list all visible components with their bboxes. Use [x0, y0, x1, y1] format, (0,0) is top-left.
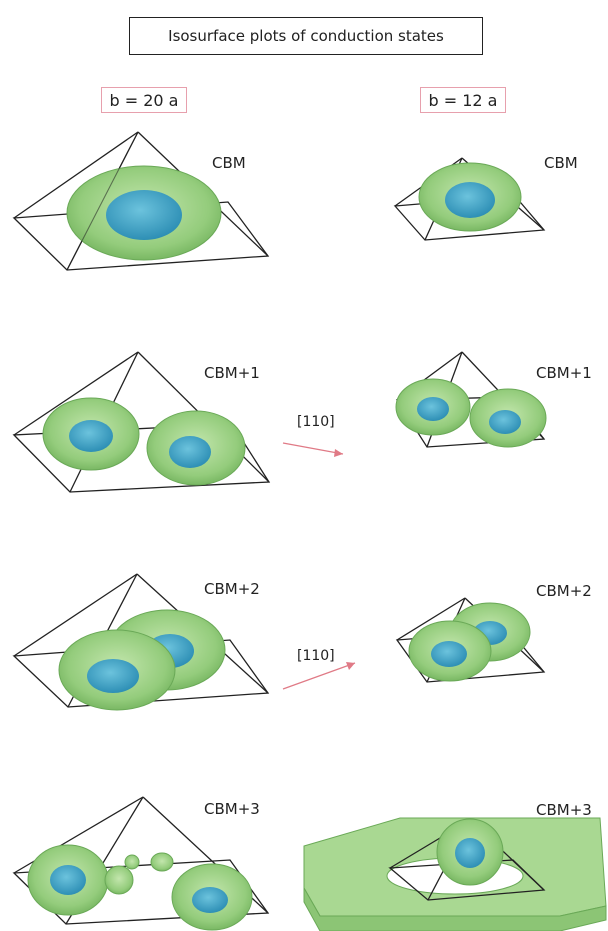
- panel-cbm-b20: [14, 132, 268, 270]
- figure-title: Isosurface plots of conduction states: [129, 17, 483, 55]
- column-label-left: b = 20 a: [101, 87, 187, 113]
- state-label-cbm1-right: CBM+1: [536, 364, 592, 382]
- state-label-cbm3-right: CBM+3: [536, 801, 592, 819]
- small-lobe: [151, 853, 173, 871]
- panel-cbm2-b12: [397, 598, 544, 682]
- direction-arrow-110-row2: [283, 443, 343, 457]
- state-label-cbm2-right: CBM+2: [536, 582, 592, 600]
- state-label-cbm-right: CBM: [544, 154, 578, 172]
- state-label-cbm3-left: CBM+3: [204, 800, 260, 818]
- inner-isosurface: [455, 838, 485, 868]
- direction-label-row2: [110]: [297, 414, 335, 430]
- inner-isosurface: [169, 436, 211, 468]
- inner-isosurface: [431, 641, 467, 667]
- small-lobe: [125, 855, 139, 869]
- inner-isosurface: [445, 182, 495, 218]
- inner-isosurface: [50, 865, 86, 895]
- direction-arrow-110-row3: [283, 662, 355, 689]
- panel-cbm-b12: [395, 158, 544, 240]
- inner-isosurface: [489, 410, 521, 434]
- state-label-cbm-left: CBM: [212, 154, 246, 172]
- inner-isosurface: [417, 397, 449, 421]
- state-label-cbm1-left: CBM+1: [204, 364, 260, 382]
- inner-isosurface: [192, 887, 228, 913]
- inner-isosurface: [106, 190, 182, 240]
- state-label-cbm2-left: CBM+2: [204, 580, 260, 598]
- small-lobe: [105, 866, 133, 894]
- inner-isosurface: [69, 420, 113, 452]
- panel-cbm3-b12: [304, 818, 606, 931]
- inner-isosurface: [87, 659, 139, 693]
- direction-label-row3: [110]: [297, 648, 335, 664]
- panel-cbm1-b12: [396, 352, 546, 447]
- column-label-right: b = 12 a: [420, 87, 506, 113]
